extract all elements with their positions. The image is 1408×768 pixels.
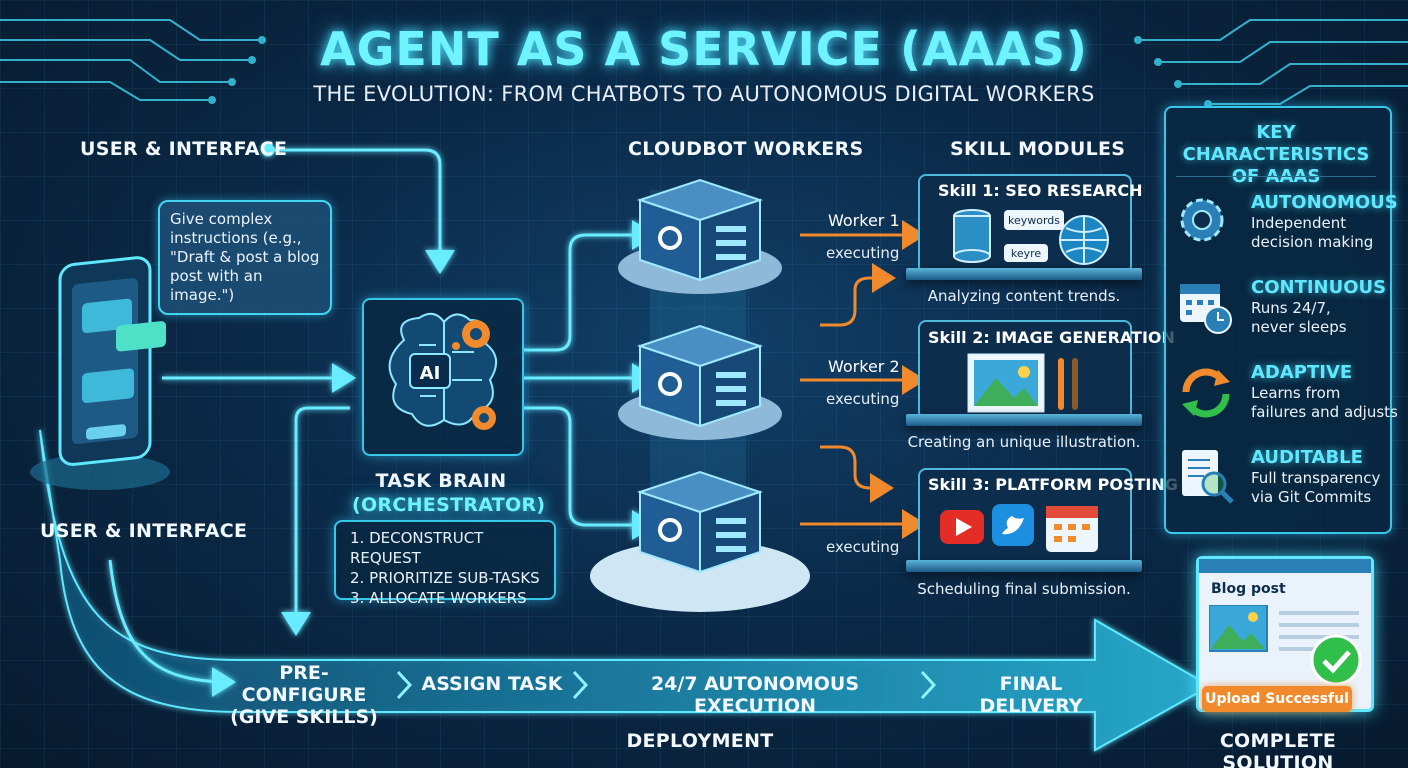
calendar-icon <box>1046 506 1098 552</box>
worker-stack <box>590 178 810 612</box>
key-divider <box>1176 176 1376 177</box>
workers-heading: CLOUDBOT WORKERS <box>628 138 864 160</box>
pipeline-step-preconfigure: PRE-CONFIGURE (GIVE SKILLS) <box>218 662 390 728</box>
key-heading-line: OF AAAS <box>1231 166 1321 187</box>
key-heading: KEY CHARACTERISTICS OF AAAS <box>1164 122 1388 188</box>
key-text-adaptive: Learns from failures and adjusts <box>1251 384 1398 422</box>
circuit-lines-right <box>1134 19 1408 108</box>
gear-icon <box>1180 198 1224 242</box>
seo-tag-1: keywords <box>1008 214 1060 227</box>
key-title-continuous: CONTINUOUS <box>1251 277 1387 298</box>
key-text-continuous: Runs 24/7, never sleeps <box>1251 299 1347 337</box>
key-heading-line: KEY CHARACTERISTICS <box>1182 122 1370 165</box>
step-line: (GIVE SKILLS) <box>230 706 378 728</box>
brain-step: 2. PRIORITIZE SUB-TASKS <box>350 569 540 587</box>
brain-chip: AI <box>362 298 524 456</box>
document-search-icon <box>1182 450 1234 504</box>
key-title-autonomous: AUTONOMOUS <box>1251 192 1398 213</box>
skill-title-1: Skill 1: SEO RESEARCH <box>938 181 1143 200</box>
key-title-auditable: AUDITABLE <box>1251 447 1363 468</box>
smartphone-icon <box>30 256 170 490</box>
worker-cube-3 <box>590 470 810 612</box>
skills-heading: SKILL MODULES <box>950 138 1126 160</box>
cycle-arrows-icon <box>1182 368 1230 418</box>
key-line: failures and adjusts <box>1251 403 1398 421</box>
youtube-icon <box>940 510 984 544</box>
pipeline-step-delivery: FINAL DELIVERY <box>979 673 1083 717</box>
brain-subtitle: (ORCHESTRATOR) <box>352 494 546 516</box>
ai-chip-text: AI <box>420 363 441 384</box>
skill-desc-2: Creating an unique illustration. <box>907 433 1141 451</box>
worker-label-1: Worker 1 <box>828 211 900 230</box>
complete-solution-label: COMPLETE SOLUTION <box>1219 730 1337 768</box>
brain-steps: 1. DECONSTRUCT REQUEST 2. PRIORITIZE SUB… <box>350 528 554 608</box>
worker-label-2: Worker 2 <box>828 357 900 376</box>
ai-brain-icon: AI <box>388 312 497 430</box>
bubble-line: post with an image.") <box>170 267 263 304</box>
page-title: AGENT AS A SERVICE (AAAS) <box>320 22 1088 76</box>
pipeline-entry-arrow <box>108 559 236 697</box>
skill-desc-3: Scheduling final submission. <box>917 580 1131 598</box>
card-header-bar <box>1199 559 1371 573</box>
key-line: decision making <box>1251 233 1374 251</box>
key-line: Learns from <box>1251 384 1341 402</box>
key-line: via Git Commits <box>1251 488 1372 506</box>
worker-status-2: executing <box>826 390 900 408</box>
deployment-arrow <box>39 429 1213 752</box>
seo-tag-2: keyre <box>1011 247 1042 260</box>
brain-step: 3. ALLOCATE WORKERS <box>350 589 527 607</box>
pipeline-step-assign: ASSIGN TASK <box>421 673 563 695</box>
page-subtitle: THE EVOLUTION: FROM CHATBOTS TO AUTONOMO… <box>313 82 1095 106</box>
pipeline-step-execution: 24/7 AUTONOMOUS EXECUTION <box>650 673 860 717</box>
key-text-autonomous: Independent decision making <box>1251 214 1373 252</box>
key-title-adaptive: ADAPTIVE <box>1251 362 1353 383</box>
post-image-icon <box>1209 605 1268 652</box>
bubble-line: instructions (e.g., <box>170 229 302 247</box>
worker-status-1: executing <box>826 244 900 262</box>
pipeline-chevrons <box>396 670 937 700</box>
bubble-line: "Draft & post a blog <box>170 248 320 266</box>
user-interface-label-bottom: USER & INTERFACE <box>40 520 248 542</box>
gear-icon-top <box>462 320 490 348</box>
key-line: Full transparency <box>1251 469 1381 487</box>
bubble-line: Give complex <box>170 210 273 228</box>
gear-icon-bottom <box>472 406 496 430</box>
key-text-auditable: Full transparency via Git Commits <box>1251 469 1380 507</box>
key-line: never sleeps <box>1251 318 1347 336</box>
instruction-bubble: Give complex instructions (e.g., "Draft … <box>158 200 332 315</box>
key-line: Independent <box>1251 214 1347 232</box>
shelf-1 <box>906 268 1142 280</box>
brain-worker-connectors <box>522 220 656 540</box>
step-line: PRE-CONFIGURE <box>241 662 367 706</box>
seo-research-icon: keywords keyre <box>953 209 1109 265</box>
twitter-icon <box>992 504 1034 546</box>
skill-desc-1: Analyzing content trends. <box>927 287 1121 305</box>
worker-cube-1 <box>618 178 782 294</box>
brain-steps-panel: 1. DECONSTRUCT REQUEST 2. PRIORITIZE SUB… <box>334 520 556 607</box>
brain-step: 1. DECONSTRUCT REQUEST <box>350 529 484 567</box>
circuit-lines-left <box>0 19 266 104</box>
checkmark-icon <box>1310 634 1362 686</box>
upload-status-badge: Upload Successful <box>1202 686 1352 712</box>
user-brain-connectors <box>162 143 455 636</box>
card-title: Blog post <box>1211 581 1286 597</box>
user-interface-label-top: USER & INTERFACE <box>80 138 288 160</box>
worker-cube-2 <box>618 324 782 440</box>
shelf-3 <box>906 560 1142 572</box>
deployment-label: DEPLOYMENT <box>626 730 774 752</box>
shelf-2 <box>906 414 1142 426</box>
brain-title: TASK BRAIN <box>375 470 507 492</box>
skill-title-2: Skill 2: IMAGE GENERATION <box>928 328 1175 347</box>
key-line: Runs 24/7, <box>1251 299 1331 317</box>
image-generation-icon <box>967 353 1078 413</box>
node-dot <box>452 342 460 350</box>
skill-title-3: Skill 3: PLATFORM POSTING <box>928 475 1178 494</box>
platform-posting-icons <box>940 504 1098 552</box>
worker-status-3: executing <box>826 538 900 556</box>
worker-skill-connectors <box>800 220 926 539</box>
calendar-clock-icon <box>1180 284 1232 334</box>
